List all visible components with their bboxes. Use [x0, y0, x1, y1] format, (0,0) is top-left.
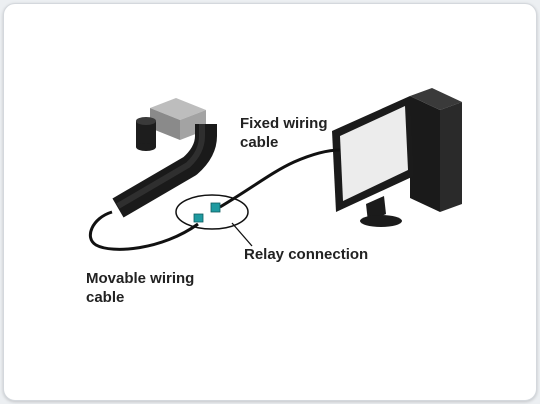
fixed-cable-label-line2: cable [240, 134, 279, 151]
relay-leader-line [231, 222, 253, 247]
cable-carrier-icon [112, 124, 217, 218]
connector-icon [193, 202, 221, 223]
movable-cable-label-line2: cable [86, 289, 125, 306]
relay-connection-circle [175, 194, 249, 230]
computer-tower-icon [410, 88, 462, 212]
movable-cable-label-line1: Movable wiring [86, 270, 195, 287]
movable-wiring-cable [89, 210, 199, 251]
fixed-wiring-cable [219, 148, 341, 209]
monitor-icon [332, 96, 414, 227]
relay-connection-label: Relay connection [244, 246, 369, 263]
fixed-cable-label-line1: Fixed wiring [240, 115, 328, 132]
